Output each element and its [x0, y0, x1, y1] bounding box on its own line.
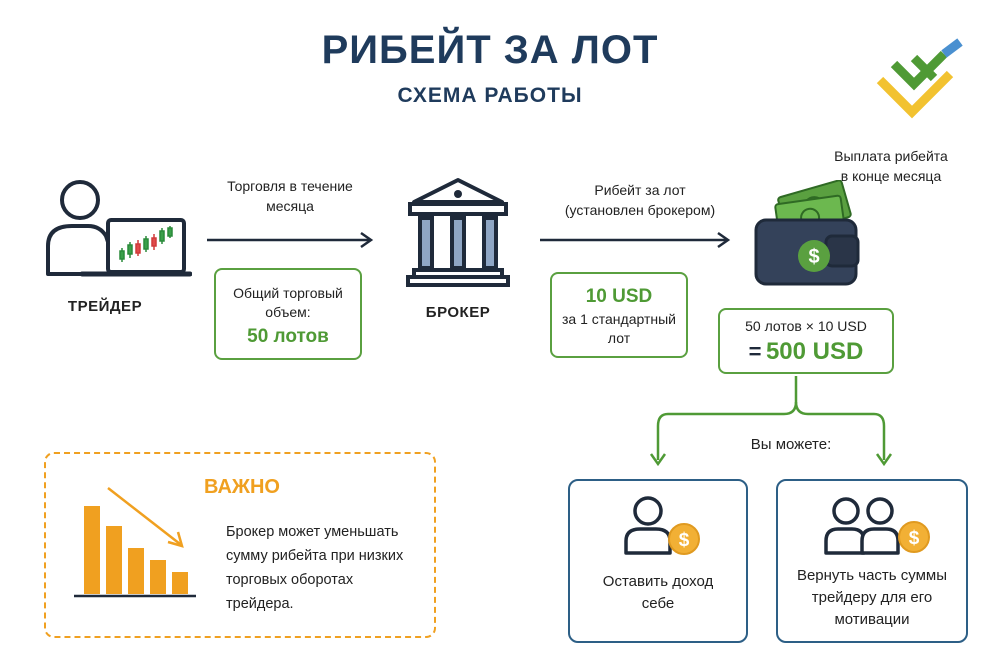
declining-bar-chart-icon — [74, 487, 196, 598]
important-text: Брокер может уменьшать сумму рибейта при… — [226, 520, 426, 616]
trader-label: ТРЕЙДЕР — [67, 298, 143, 315]
keep-line1: Оставить доход — [602, 573, 714, 590]
payout-total: 500 USD — [765, 338, 864, 365]
arrow2-label: Рибейт за лот (установлен брокером) — [540, 180, 740, 220]
option-share-card: $ Вернуть часть суммы трейдеру для его м… — [776, 479, 968, 643]
page-subtitle: СХЕМА РАБОТЫ — [397, 84, 583, 107]
volume-box: Общий торговый объем: 50 лотов — [214, 268, 362, 360]
options-split-connector — [649, 376, 893, 467]
bank-building-icon — [406, 178, 510, 287]
volume-line2: объем: — [265, 304, 311, 320]
important-box: ВАЖНО Брокер может уменьшать сумму рибей… — [44, 452, 436, 638]
page-title: РИБЕЙТ ЗА ЛОТ — [321, 28, 659, 72]
broker-to-wallet-arrow — [540, 231, 731, 249]
options-heading: Вы можете: — [750, 436, 832, 453]
payout-label-line1: Выплата рибейта — [834, 148, 948, 164]
payout-formula: 50 лотов × 10 USD — [745, 318, 867, 334]
important-title: ВАЖНО — [204, 476, 280, 498]
litefinance-logo-icon — [876, 38, 963, 119]
important-line4: трейдера. — [226, 596, 294, 612]
important-line3: торговых оборотах — [226, 572, 354, 588]
option-keep-text: Оставить доход себе — [570, 571, 746, 615]
arrow2-label-line2: (установлен брокером) — [564, 202, 716, 218]
volume-line1: Общий торговый — [233, 285, 343, 301]
payout-label: Выплата рибейта в конце месяца — [816, 146, 966, 186]
payout-result: = 500 USD — [720, 338, 892, 366]
broker-label: БРОКЕР — [425, 304, 491, 321]
wallet-dollar-symbol: $ — [808, 246, 819, 268]
option-keep-card: $ Оставить доход себе — [568, 479, 748, 643]
payout-equals: = — [748, 339, 762, 364]
option-share-text: Вернуть часть суммы трейдеру для его мот… — [778, 565, 966, 631]
share-coin-symbol: $ — [909, 528, 920, 549]
rate-value: 10 USD — [585, 286, 653, 307]
share-line2: трейдеру для его — [811, 589, 933, 606]
wallet-money-icon: $ — [754, 180, 860, 286]
volume-value: 50 лотов — [247, 326, 329, 347]
arrow1-label: Торговля в течение месяца — [205, 176, 375, 216]
person-coin-icon: $ — [624, 496, 700, 555]
arrow1-label-line2: месяца — [266, 198, 314, 214]
rate-box: 10 USD за 1 стандартный лот — [550, 272, 688, 358]
share-line1: Вернуть часть суммы — [796, 567, 948, 584]
keep-line2: себе — [641, 595, 675, 612]
arrow2-label-line1: Рибейт за лот — [594, 182, 686, 198]
trader-laptop-icon — [46, 180, 192, 277]
arrow1-label-line1: Торговля в течение — [227, 178, 353, 194]
important-line2: сумму рибейта при низких — [226, 548, 404, 564]
important-line1: Брокер может уменьшать — [226, 524, 399, 540]
trader-to-broker-arrow — [207, 231, 374, 249]
keep-coin-symbol: $ — [679, 530, 690, 551]
two-people-coin-icon: $ — [824, 497, 930, 555]
payout-label-line2: в конце месяца — [840, 168, 942, 184]
rate-line2: лот — [607, 330, 631, 346]
total-box: 50 лотов × 10 USD = 500 USD — [718, 308, 894, 374]
share-line3: мотивации — [834, 611, 910, 628]
rate-line1: за 1 стандартный — [561, 311, 676, 327]
